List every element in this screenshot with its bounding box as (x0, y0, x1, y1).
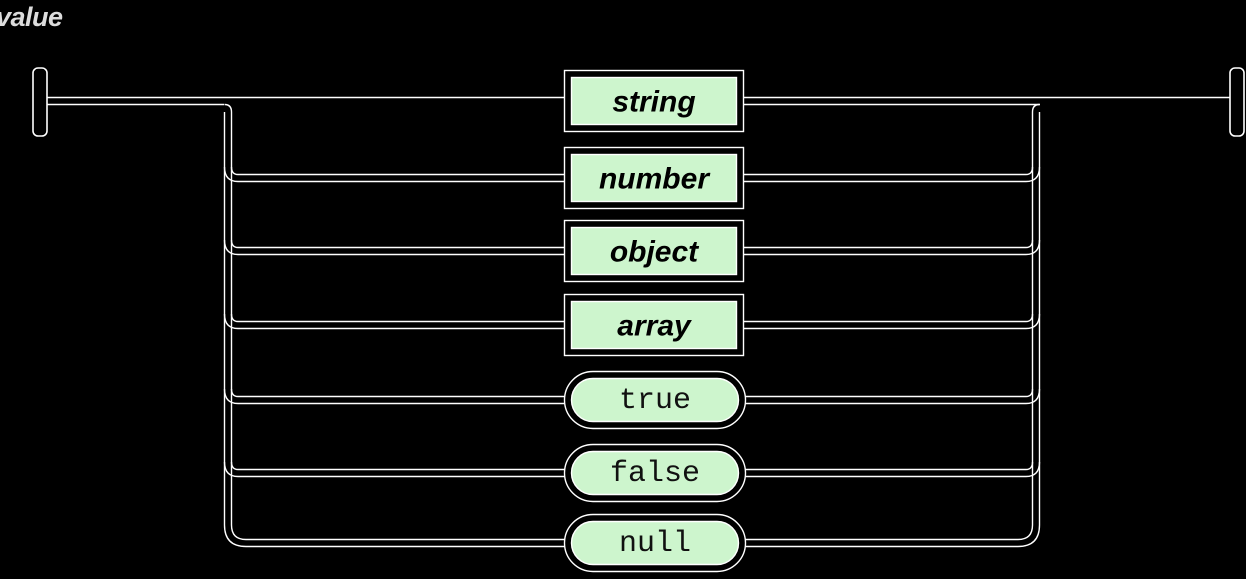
node-string[interactable]: string (563, 69, 745, 133)
node-null-label: null (619, 527, 691, 561)
page-title: value (0, 2, 63, 32)
node-true-label: true (619, 384, 691, 418)
node-false-label: false (610, 457, 700, 491)
node-number[interactable]: number (563, 146, 745, 210)
node-false[interactable]: false (563, 443, 747, 503)
end-bar (1229, 67, 1245, 137)
node-object[interactable]: object (563, 219, 745, 283)
node-array-label: array (617, 310, 692, 343)
node-null[interactable]: null (563, 513, 747, 573)
node-object-label: object (610, 236, 700, 269)
rail-network (40, 96, 1238, 548)
node-array[interactable]: array (563, 293, 745, 357)
start-bar (32, 67, 48, 137)
node-true[interactable]: true (563, 370, 747, 430)
node-string-label: string (612, 86, 695, 119)
node-number-label: number (599, 163, 711, 196)
